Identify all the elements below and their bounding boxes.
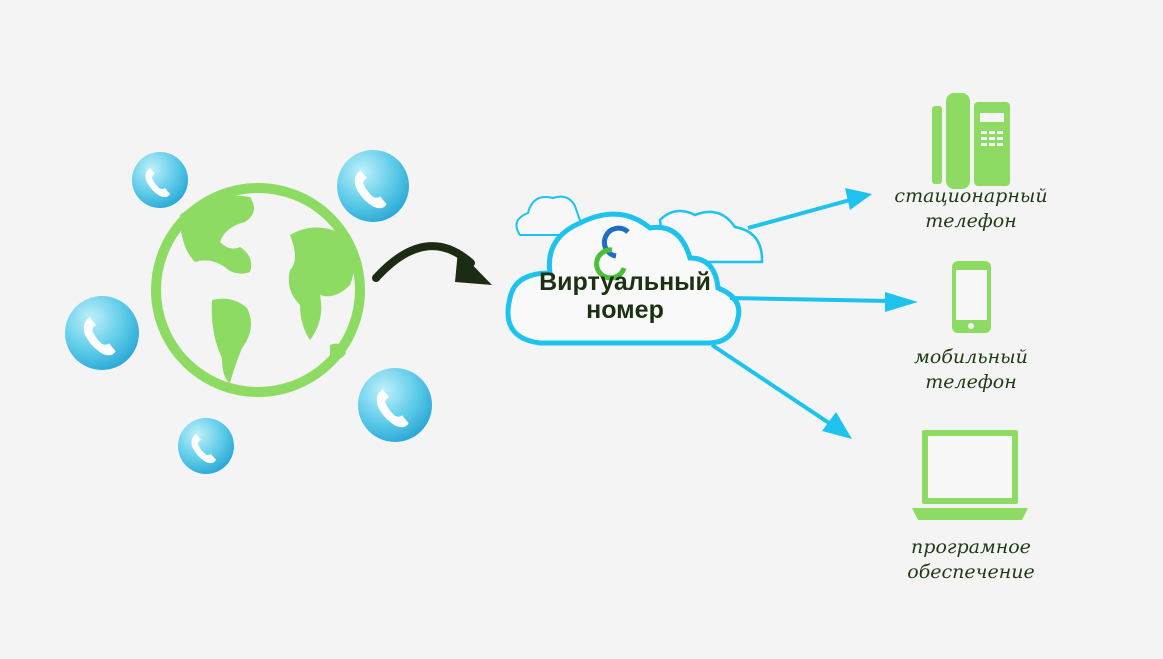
arrow-to-desk-phone	[747, 188, 872, 230]
mobile-phone-icon	[952, 261, 991, 333]
phone-bubble-icon	[358, 368, 432, 442]
mobile-phone-label: мобильный телефон	[914, 346, 1028, 393]
phone-bubble-icon	[132, 152, 188, 208]
laptop-icon	[912, 430, 1028, 520]
phone-bubble-icon	[65, 296, 139, 370]
arrow-to-mobile	[729, 292, 918, 312]
virtual-number-label: Виртуальный номер	[539, 268, 711, 324]
cloud-logo-icon	[594, 225, 630, 281]
arrow-to-laptop	[710, 343, 852, 439]
cloud-small-left	[515, 195, 587, 236]
curved-arrow-icon	[372, 242, 492, 285]
desk-phone-label: стационарный телефон	[894, 185, 1048, 232]
desk-phone-icon	[932, 93, 1010, 189]
phone-bubble-icon	[178, 418, 234, 474]
cloud-main	[505, 211, 742, 346]
phone-bubble-icon	[337, 150, 409, 222]
globe-icon	[151, 183, 365, 397]
software-label: програмное обеспечение	[907, 536, 1035, 583]
